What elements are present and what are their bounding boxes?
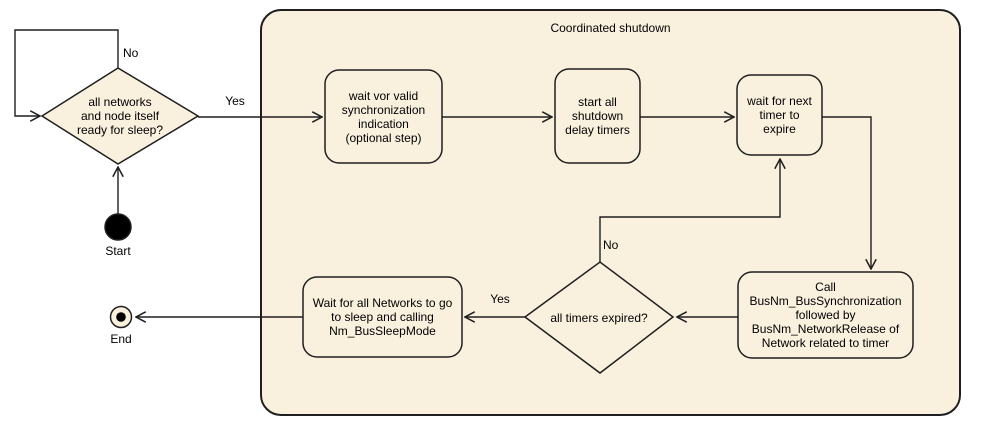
action-call-busnm [737,271,914,359]
edge-ready-no-loop [14,29,119,116]
decision-ready-diamond [40,67,200,165]
action-wait-timer [736,74,823,156]
start-node [104,213,132,241]
edge-wait-to-call [822,116,871,269]
action-start-timers [554,68,641,164]
decision-timers-diamond [523,261,675,374]
end-node-inner [116,312,126,322]
action-wait-sync [324,69,443,164]
edge-timers-no [599,159,780,262]
action-wait-networks [302,276,463,358]
